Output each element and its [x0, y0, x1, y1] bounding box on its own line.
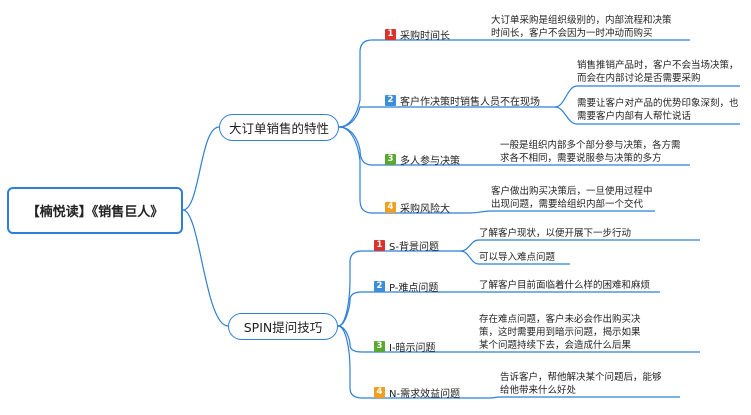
topic-implication-question[interactable]: 3 I-暗示问题 [374, 339, 436, 354]
topic-label: 多人参与决策 [400, 156, 460, 167]
number-badge-2: 2 [385, 95, 396, 106]
link-root-branch-0 [182, 126, 220, 211]
topic-label: 采购时间长 [400, 31, 450, 42]
topic-situation-question[interactable]: 1 S-背景问题 [374, 238, 439, 253]
leaf-text: 了解客户目前面临着什么样的困难和麻烦 [479, 280, 651, 291]
topic-label: 客户作决策时销售人员不在现场 [400, 97, 540, 108]
leaf-note[interactable]: 可以导入难点问题 [479, 251, 555, 264]
topic-label: N-需求效益问题 [389, 389, 461, 400]
topic-purchase-time-long[interactable]: 1 采购时间长 [385, 27, 450, 42]
link-branch0-topic2 [338, 106, 555, 128]
topic-need-payoff-question[interactable]: 4 N-需求效益问题 [374, 385, 460, 400]
link-s-leaf1 [459, 239, 700, 252]
topic-label: P-难点问题 [389, 283, 439, 294]
root-label: 【楠悦读】《销售巨人》 [26, 205, 164, 220]
leaf-text: 一般是组织内部多个部分参与决策，各方需 求各不相同，需要说服参与决策的多方 [500, 140, 681, 164]
number-badge-3: 3 [385, 154, 396, 165]
leaf-note[interactable]: 客户做出购买决策后，一旦使用过程中 出现问题，需要给组织内部一个交代 [491, 185, 653, 211]
link-n-leaf [489, 396, 680, 399]
number-badge-2: 2 [374, 281, 385, 292]
number-badge-1: 1 [385, 29, 396, 40]
leaf-text: 大订单采购是组织级别的，内部流程和决策 时间长，客户不会因为一时冲动而购买 [491, 15, 672, 39]
leaf-text: 告诉客户，帮他解决某个问题后，能够 给他带来什么好处 [500, 372, 662, 396]
leaf-note[interactable]: 大订单采购是组织级别的，内部流程和决策 时间长，客户不会因为一时冲动而购买 [491, 14, 672, 40]
topic-high-purchase-risk[interactable]: 4 采购风险大 [385, 200, 450, 215]
leaf-text: 销售推销产品时，客户不会当场决策， 而会在内部讨论是否需要采购 [577, 60, 739, 84]
link-root-branch-1 [182, 209, 229, 327]
link-branch1-topic1 [337, 250, 460, 327]
leaf-note[interactable]: 存在难点问题，客户未必会作出购买决 策，这时需要用到暗示问题，揭示如果 某个问题… [479, 313, 641, 352]
leaf-note[interactable]: 一般是组织内部多个部分参与决策，各方需 求各不相同，需要说服参与决策的多方 [500, 139, 681, 165]
branch-label: SPIN提问技巧 [243, 320, 323, 335]
leaf-note[interactable]: 需要让客户对产品的优势印象深刻，也 需要客户内部有人帮忙说话 [577, 97, 739, 123]
link-s-leaf2 [459, 250, 570, 265]
leaf-note[interactable]: 了解客户现状，以便开展下一步行动 [479, 227, 631, 240]
leaf-note[interactable]: 了解客户目前面临着什么样的困难和麻烦 [479, 279, 650, 292]
topic-label: 采购风险大 [400, 204, 450, 215]
topic-multi-person-decision[interactable]: 3 多人参与决策 [385, 152, 460, 167]
branch-label: 大订单销售的特性 [228, 121, 329, 136]
link-branch0-topic4 [338, 126, 470, 214]
number-badge-1: 1 [374, 240, 385, 251]
leaf-text: 可以导入难点问题 [479, 252, 556, 263]
leaf-text: 客户做出购买决策后，一旦使用过程中 出现问题，需要给组织内部一个交代 [491, 186, 653, 210]
number-badge-4: 4 [385, 202, 396, 213]
link-topic2-leaf1 [554, 85, 740, 108]
topic-decision-without-sales[interactable]: 2 客户作决策时销售人员不在现场 [385, 93, 540, 108]
leaf-text: 存在难点问题，客户未必会作出购买决 策，这时需要用到暗示问题，揭示如果 某个问题… [479, 314, 641, 351]
link-branch1-topic2 [337, 291, 470, 327]
link-branch1-topic4 [337, 325, 490, 399]
root-node[interactable]: 【楠悦读】《销售巨人》 [7, 187, 183, 234]
link-topic2-leaf2 [554, 106, 740, 125]
number-badge-4: 4 [374, 387, 385, 398]
number-badge-3: 3 [374, 341, 385, 352]
link-branch1-topic3 [337, 325, 470, 353]
topic-problem-question[interactable]: 2 P-难点问题 [374, 279, 438, 294]
branch-sales-characteristics[interactable]: 大订单销售的特性 [219, 114, 339, 141]
branch-spin-questions[interactable]: SPIN提问技巧 [228, 313, 338, 340]
topic-label: I-暗示问题 [389, 343, 436, 354]
topic-label: S-背景问题 [389, 242, 439, 253]
leaf-text: 需要让客户对产品的优势印象深刻，也 需要客户内部有人帮忙说话 [577, 98, 739, 122]
leaf-note[interactable]: 销售推销产品时，客户不会当场决策， 而会在内部讨论是否需要采购 [577, 59, 739, 85]
link-branch0-topic3 [338, 126, 480, 166]
leaf-text: 了解客户现状，以便开展下一步行动 [479, 228, 632, 239]
leaf-note[interactable]: 告诉客户，帮他解决某个问题后，能够 给他带来什么好处 [500, 371, 662, 397]
link-branch0-topic1 [338, 39, 470, 128]
link-topic4-leaf [469, 210, 655, 214]
